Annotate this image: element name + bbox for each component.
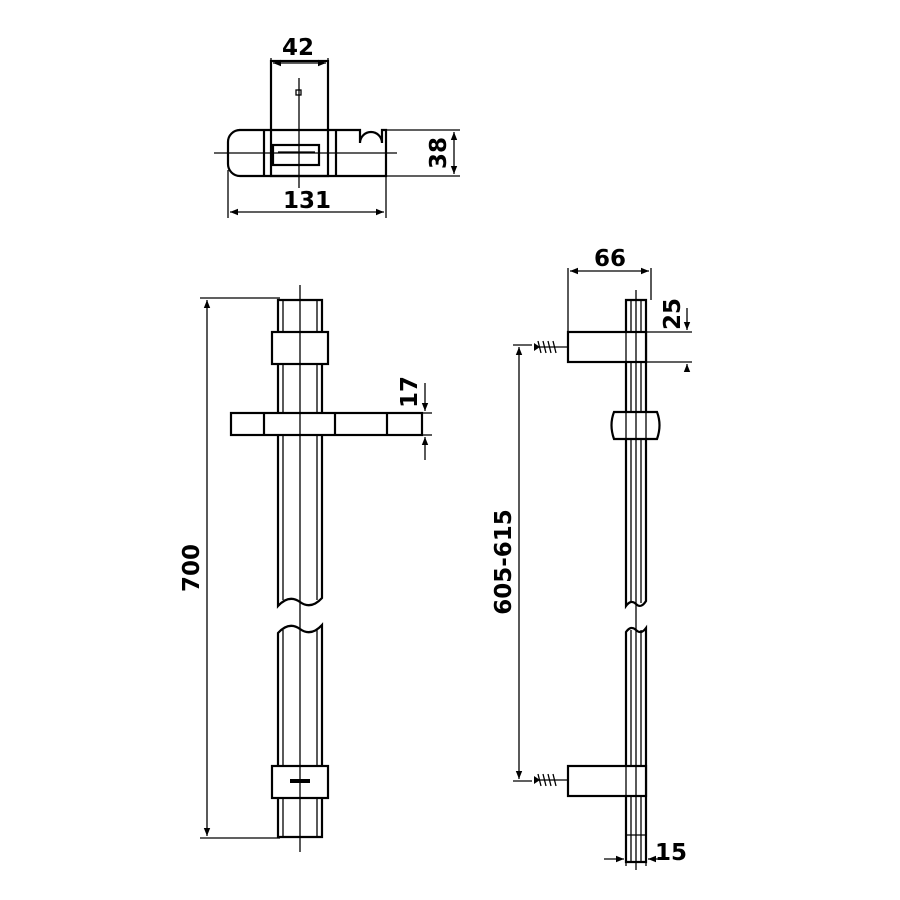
dim-mounting-distance: 605-615 [491,509,517,615]
top-view: 42 38 131 [214,35,460,218]
side-bottom-bracket [566,764,648,798]
dim-bracket-height: 25 [660,298,686,330]
dim-rail-diameter: 15 [655,840,687,866]
side-top-bracket [566,330,648,364]
rail-lower [276,622,324,839]
shower-head-holder [229,411,424,437]
clamp-window [271,143,321,167]
wall-plug-top [534,340,568,354]
dim-wall-offset: 66 [594,246,626,272]
dim-top-height: 38 [426,137,452,169]
front-view: 700 17 [179,285,432,852]
wall-plug-bottom [534,773,568,787]
dim-top-width: 42 [282,35,314,61]
side-view: 66 25 605-615 15 [491,246,692,870]
dim-top-length: 131 [283,188,331,214]
dim-holder-thickness: 17 [397,376,423,408]
dim-overall-height: 700 [179,544,205,592]
